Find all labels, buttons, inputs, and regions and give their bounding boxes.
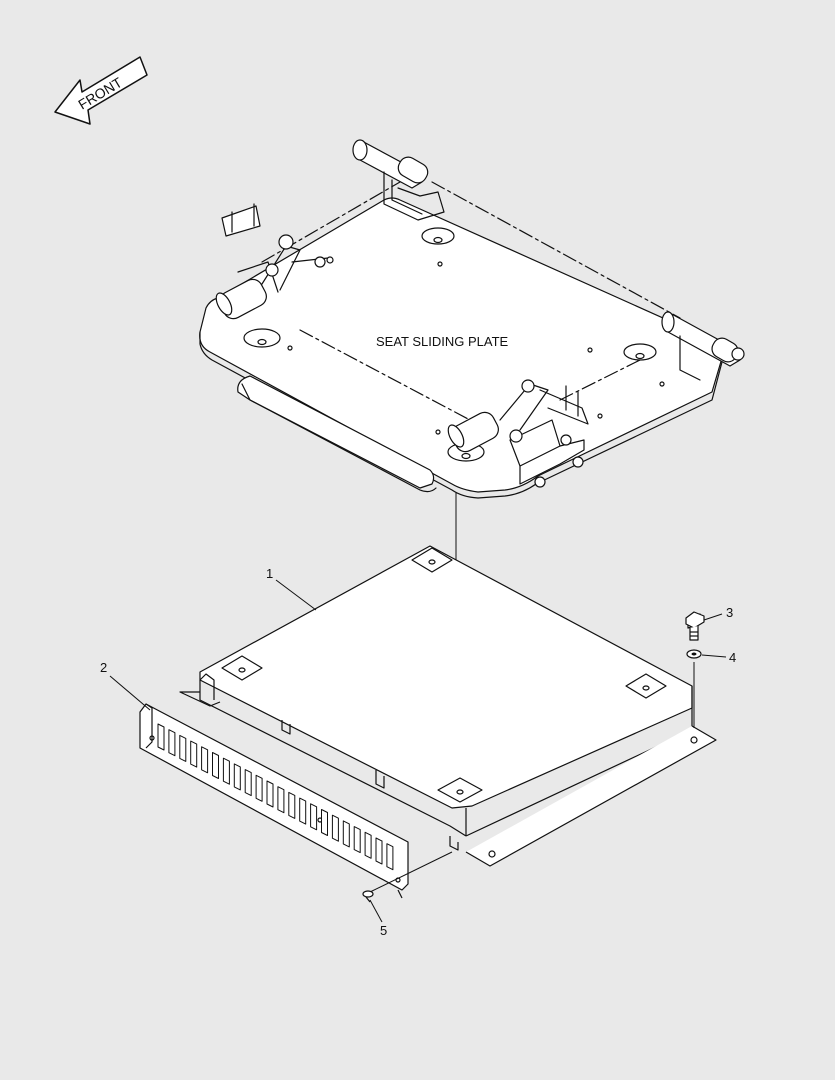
callout-5: 5 bbox=[369, 899, 387, 938]
louver-slot bbox=[222, 757, 230, 785]
svg-text:2: 2 bbox=[100, 660, 107, 675]
louver-slot bbox=[212, 752, 219, 779]
callout-4: 4 bbox=[701, 650, 736, 665]
louver-slot bbox=[288, 791, 296, 819]
louver-slot bbox=[375, 837, 383, 865]
louver-slot bbox=[353, 826, 361, 854]
callout-1: 1 bbox=[266, 566, 317, 611]
louver-slot bbox=[277, 786, 285, 814]
part-3-bolt bbox=[685, 611, 705, 641]
assembly-label: SEAT SLIDING PLATE bbox=[376, 334, 509, 349]
louver-slot bbox=[179, 734, 187, 762]
part-1-plate bbox=[179, 545, 717, 867]
louver-slot bbox=[321, 809, 328, 836]
part-4-washer bbox=[686, 649, 702, 659]
callout-3: 3 bbox=[703, 605, 733, 621]
svg-text:5: 5 bbox=[380, 923, 387, 938]
louver-slot bbox=[364, 831, 372, 859]
louver-slot bbox=[342, 820, 350, 848]
callout-2: 2 bbox=[100, 660, 151, 711]
louver-slot bbox=[386, 843, 394, 871]
louver-slot bbox=[299, 797, 307, 825]
seat-sliding-plate-assembly bbox=[199, 139, 745, 499]
louver-slot bbox=[233, 763, 241, 791]
front-direction-arrow: FRONT bbox=[54, 56, 148, 125]
louver-slot bbox=[331, 814, 339, 842]
part-5-screw bbox=[362, 890, 374, 903]
louver-slots bbox=[157, 723, 394, 871]
louver-slot bbox=[201, 746, 209, 774]
svg-text:1: 1 bbox=[266, 566, 273, 581]
louver-slot bbox=[310, 803, 318, 831]
louver-slot bbox=[157, 723, 165, 751]
louver-slot bbox=[190, 740, 198, 768]
louver-slot bbox=[255, 774, 263, 802]
svg-text:4: 4 bbox=[729, 650, 736, 665]
louver-slot bbox=[168, 729, 176, 757]
louver-slot bbox=[266, 780, 274, 808]
louver-slot bbox=[244, 769, 252, 797]
svg-text:3: 3 bbox=[726, 605, 733, 620]
part-2-louvered-cover bbox=[139, 703, 409, 899]
